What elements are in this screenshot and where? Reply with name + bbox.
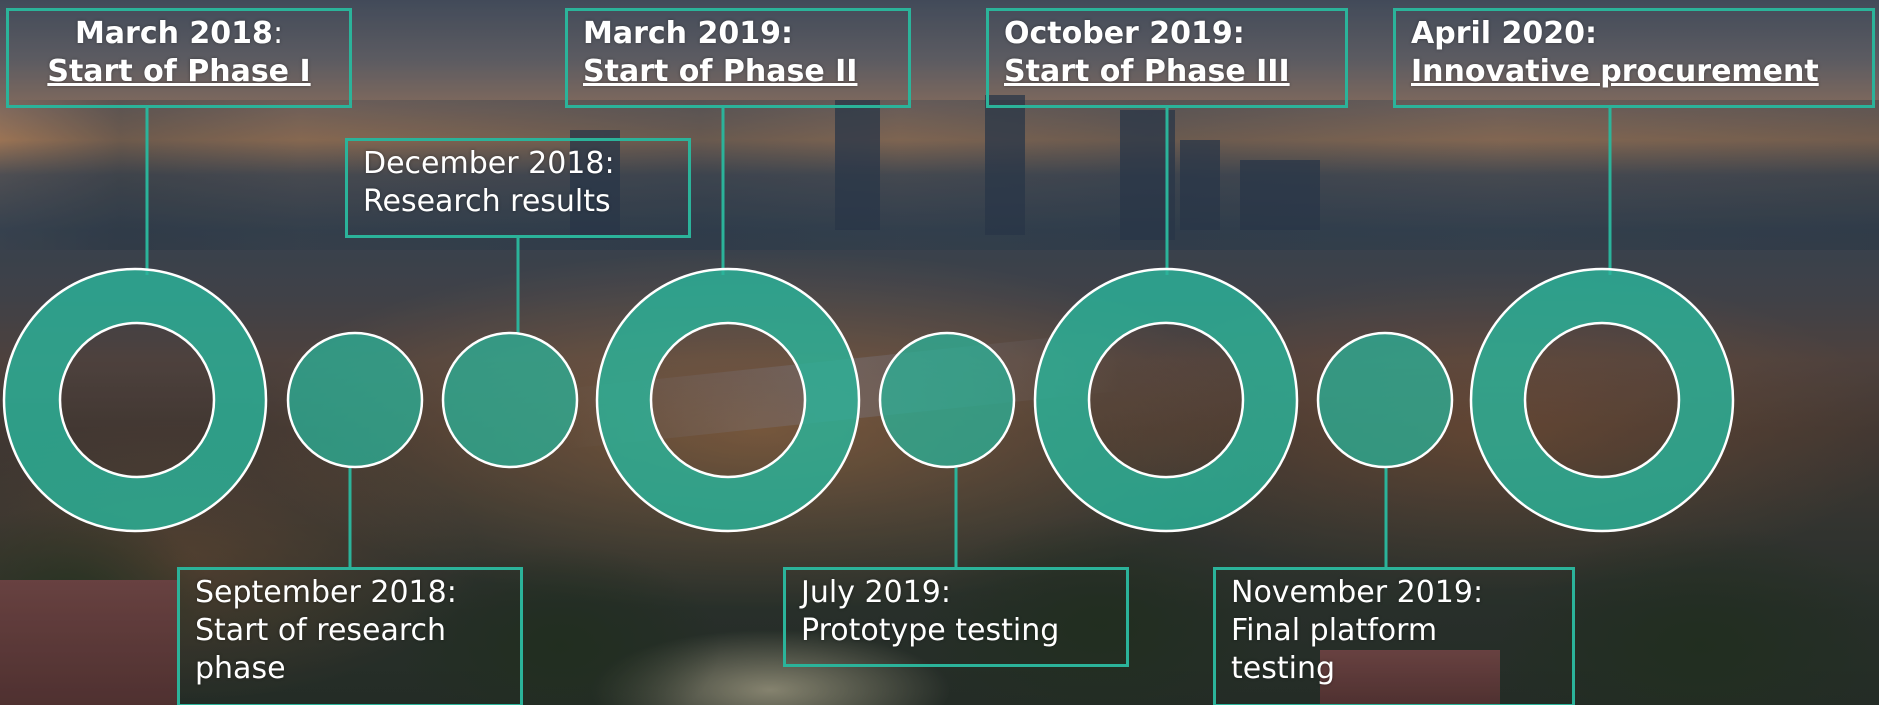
milestone-title: Innovative procurement xyxy=(1411,54,1819,89)
red-roof xyxy=(0,580,180,705)
milestone-label-november-2019: November 2019: Final platform testing xyxy=(1213,567,1575,705)
milestone-label-september-2018: September 2018: Start of research phase xyxy=(177,567,523,705)
milestone-date: July 2019: xyxy=(801,575,951,610)
milestone-date: April 2020: xyxy=(1411,16,1597,51)
minor-markers xyxy=(286,331,1454,469)
milestone-dot xyxy=(441,331,579,469)
milestone-date: September 2018: xyxy=(195,575,457,610)
milestone-title: Start of research xyxy=(195,613,447,648)
city-skyline xyxy=(0,100,1879,250)
major-markers xyxy=(2,267,1735,533)
red-roof xyxy=(1320,650,1500,705)
milestone-title-continued: phase xyxy=(195,651,286,686)
milestone-title: Start of Phase II xyxy=(583,54,858,89)
milestone-title-continued: testing xyxy=(1231,651,1336,686)
milestone-title: Start of Phase III xyxy=(1004,54,1290,89)
milestone-ring xyxy=(1033,267,1299,533)
connector-lines xyxy=(145,107,1612,567)
milestone-date: November 2019: xyxy=(1231,575,1484,610)
milestone-date: March 2018 xyxy=(74,16,273,51)
milestone-label-march-2019: March 2019: Start of Phase II xyxy=(565,8,911,108)
milestone-label-october-2019: October 2019: Start of Phase III xyxy=(986,8,1348,108)
milestone-label-april-2020: April 2020: Innovative procurement xyxy=(1393,8,1875,108)
milestone-title: Research results xyxy=(363,184,611,219)
milestone-date: March 2019: xyxy=(583,16,793,51)
milestone-label-december-2018: December 2018: Research results xyxy=(345,138,691,238)
milestone-dot xyxy=(878,331,1016,469)
milestone-title: Prototype testing xyxy=(801,613,1060,648)
milestone-title: Final platform xyxy=(1231,613,1438,648)
milestone-ring xyxy=(595,267,861,533)
milestone-label-march-2018: March 2018: Start of Phase I xyxy=(6,8,352,108)
milestone-ring xyxy=(2,267,268,533)
milestone-dot xyxy=(286,331,424,469)
milestone-label-july-2019: July 2019: Prototype testing xyxy=(783,567,1129,667)
milestone-title: Start of Phase I xyxy=(47,54,311,89)
milestone-separator: : xyxy=(272,16,284,51)
milestone-date: October 2019: xyxy=(1004,16,1245,51)
milestone-date: December 2018: xyxy=(363,146,615,181)
milestone-dot xyxy=(1316,331,1454,469)
milestone-ring xyxy=(1469,267,1735,533)
